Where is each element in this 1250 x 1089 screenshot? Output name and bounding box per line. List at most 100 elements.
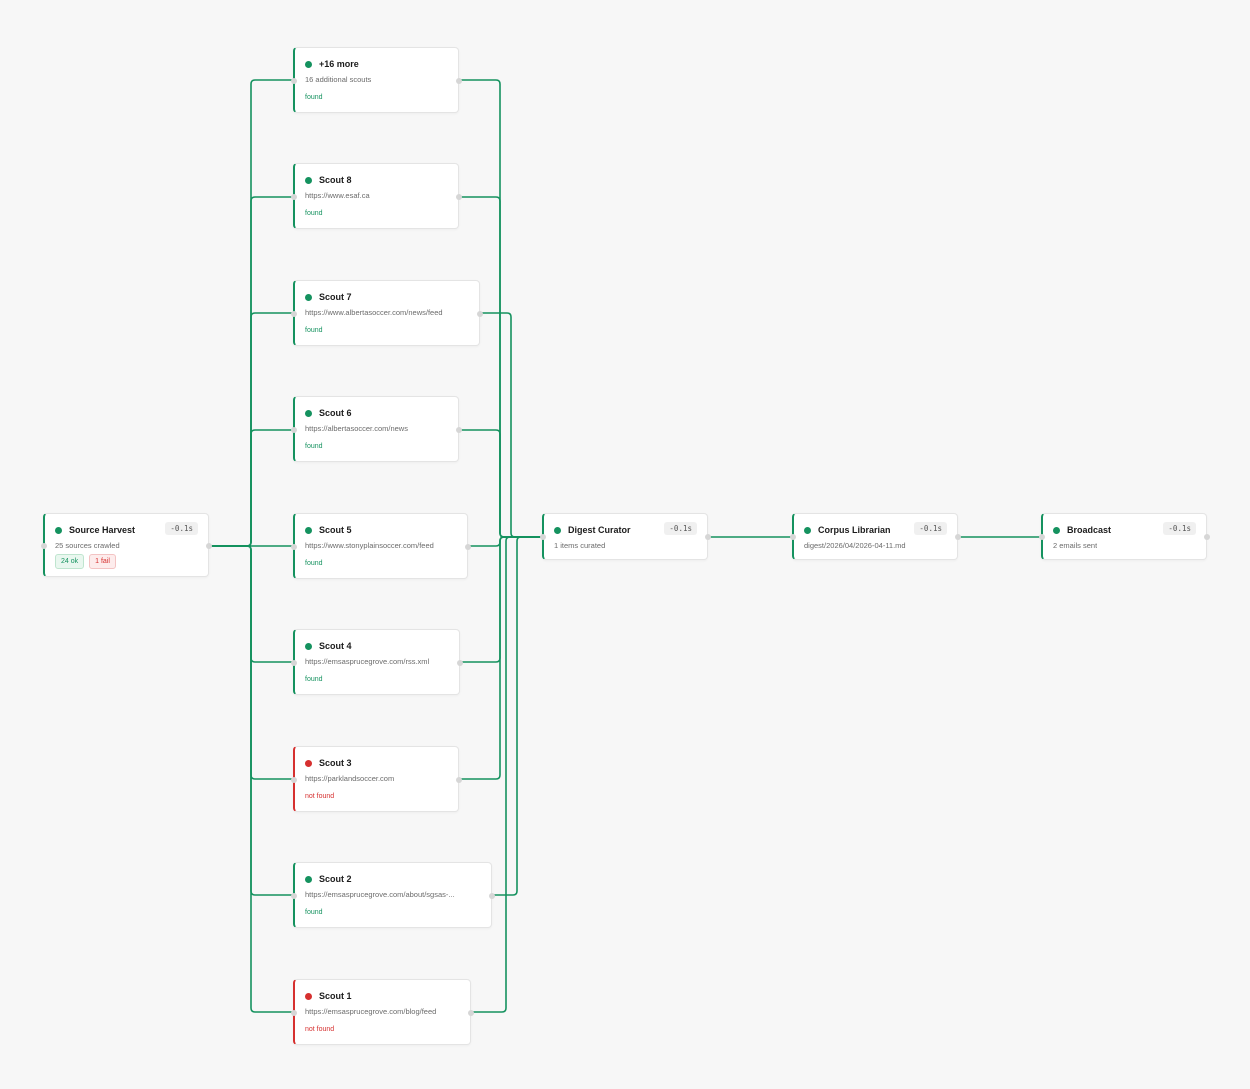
output-handle[interactable] xyxy=(955,534,961,540)
node-subtitle: 16 additional scouts xyxy=(305,75,372,84)
node-subtitle: digest/2026/04/2026-04-11.md xyxy=(804,541,906,550)
node-subtitle: https://emsasprucegrove.com/blog/feed xyxy=(305,1007,437,1016)
node-status: not found xyxy=(305,793,335,800)
edge-scout-to-curator-6 xyxy=(460,536,541,780)
node-scout-8[interactable]: Scout 8 https://www.esaf.ca found xyxy=(291,163,462,229)
node-digest-curator[interactable]: Digest Curator -0.1s 1 items curated xyxy=(540,513,711,560)
output-handle[interactable] xyxy=(457,660,463,666)
status-dot xyxy=(1053,526,1060,534)
input-handle[interactable] xyxy=(790,534,796,540)
edge-scout-to-curator-5 xyxy=(461,536,541,663)
node-subtitle: 2 emails sent xyxy=(1053,541,1098,550)
edge-scout-to-curator-2 xyxy=(481,312,541,538)
node-scout-7[interactable]: Scout 7 https://www.albertasoccer.com/ne… xyxy=(291,280,483,346)
node-scout-4[interactable]: Scout 4 https://emsasprucegrove.com/rss.… xyxy=(291,629,463,695)
node-status: found xyxy=(305,327,323,334)
status-dot xyxy=(305,60,312,68)
edge-scout-to-curator-8 xyxy=(472,536,541,1013)
input-handle[interactable] xyxy=(41,543,47,549)
input-handle[interactable] xyxy=(291,311,297,317)
output-handle[interactable] xyxy=(456,427,462,433)
node-status: found xyxy=(305,560,323,567)
output-handle[interactable] xyxy=(477,311,483,317)
node-title: Corpus Librarian xyxy=(818,525,891,535)
input-handle[interactable] xyxy=(291,194,297,200)
input-handle[interactable] xyxy=(1039,534,1045,540)
node-scout-1[interactable]: Scout 1 https://emsasprucegrove.com/blog… xyxy=(291,979,474,1045)
status-dot xyxy=(804,526,811,534)
ok-count-badge: 24 ok xyxy=(55,554,85,569)
node-subtitle: 25 sources crawled xyxy=(55,541,120,550)
input-handle[interactable] xyxy=(291,544,297,550)
edge-scout-to-curator-3 xyxy=(460,429,541,538)
node-broadcast[interactable]: Broadcast -0.1s 2 emails sent xyxy=(1039,513,1210,560)
edge-scout-to-curator-7 xyxy=(493,536,541,896)
node-status: found xyxy=(305,676,323,683)
node-title: Digest Curator xyxy=(568,525,631,535)
output-handle[interactable] xyxy=(489,893,495,899)
status-dot xyxy=(305,875,312,883)
status-dot xyxy=(554,526,561,534)
input-handle[interactable] xyxy=(291,427,297,433)
edge-source-to-scout-5 xyxy=(210,545,292,663)
output-handle[interactable] xyxy=(206,543,212,549)
input-handle[interactable] xyxy=(291,777,297,783)
node-scout-6[interactable]: Scout 6 https://albertasoccer.com/news f… xyxy=(291,396,462,462)
fail-count-badge: 1 fail xyxy=(89,554,116,569)
status-dot xyxy=(305,409,312,417)
node-subtitle: https://www.stonyplainsoccer.com/feed xyxy=(305,541,434,550)
node-title: +16 more xyxy=(319,59,359,69)
output-handle[interactable] xyxy=(705,534,711,540)
edge-source-to-scout-3 xyxy=(210,429,292,547)
output-handle[interactable] xyxy=(456,78,462,84)
input-handle[interactable] xyxy=(291,893,297,899)
node-title: Broadcast xyxy=(1067,525,1112,535)
edge-source-to-scout-6 xyxy=(210,545,292,780)
edge-source-to-scout-0 xyxy=(210,79,292,547)
edge-scout-to-curator-4 xyxy=(469,536,541,547)
node-title: Scout 7 xyxy=(319,292,352,302)
node-source-harvest[interactable]: Source Harvest -0.1s 25 sources crawled … xyxy=(41,513,212,577)
node-subtitle: https://parklandsoccer.com xyxy=(305,774,395,783)
status-dot xyxy=(305,992,312,1000)
duration-badge: -0.1s xyxy=(664,522,697,535)
output-handle[interactable] xyxy=(465,544,471,550)
output-handle[interactable] xyxy=(1204,534,1210,540)
duration-badge: -0.1s xyxy=(1163,522,1196,535)
node-status: found xyxy=(305,94,323,101)
status-dot xyxy=(55,526,62,534)
node-scout-5[interactable]: Scout 5 https://www.stonyplainsoccer.com… xyxy=(291,513,471,579)
output-handle[interactable] xyxy=(456,777,462,783)
node-status: found xyxy=(305,443,323,450)
node-scout-3[interactable]: Scout 3 https://parklandsoccer.com not f… xyxy=(291,746,462,812)
edge-source-to-scout-7 xyxy=(210,545,292,896)
node-title: Scout 3 xyxy=(319,758,352,768)
node-corpus-librarian[interactable]: Corpus Librarian -0.1s digest/2026/04/20… xyxy=(790,513,961,560)
node-title: Scout 5 xyxy=(319,525,352,535)
input-handle[interactable] xyxy=(291,1010,297,1016)
node-status: not found xyxy=(305,1026,335,1033)
status-dot xyxy=(305,176,312,184)
edge-scout-to-curator-1 xyxy=(460,196,541,538)
edge-source-to-scout-1 xyxy=(210,196,292,547)
node-subtitle: https://emsasprucegrove.com/about/sgsas-… xyxy=(305,890,455,899)
output-handle[interactable] xyxy=(456,194,462,200)
node-subtitle: https://emsasprucegrove.com/rss.xml xyxy=(305,657,430,666)
edge-source-to-scout-8 xyxy=(210,545,292,1013)
node-scout-2[interactable]: Scout 2 https://emsasprucegrove.com/abou… xyxy=(291,862,495,928)
duration-badge: -0.1s xyxy=(165,522,198,535)
input-handle[interactable] xyxy=(291,78,297,84)
status-dot xyxy=(305,293,312,301)
node-title: Scout 1 xyxy=(319,991,352,1001)
node-subtitle: https://www.esaf.ca xyxy=(305,191,370,200)
input-handle[interactable] xyxy=(540,534,546,540)
input-handle[interactable] xyxy=(291,660,297,666)
edge-source-to-scout-2 xyxy=(210,312,292,547)
output-handle[interactable] xyxy=(468,1010,474,1016)
node-title: Scout 6 xyxy=(319,408,352,418)
node-subtitle: https://www.albertasoccer.com/news/feed xyxy=(305,308,443,317)
node-more-scouts[interactable]: +16 more 16 additional scouts found xyxy=(291,47,462,113)
node-title: Source Harvest xyxy=(69,525,136,535)
status-dot xyxy=(305,526,312,534)
